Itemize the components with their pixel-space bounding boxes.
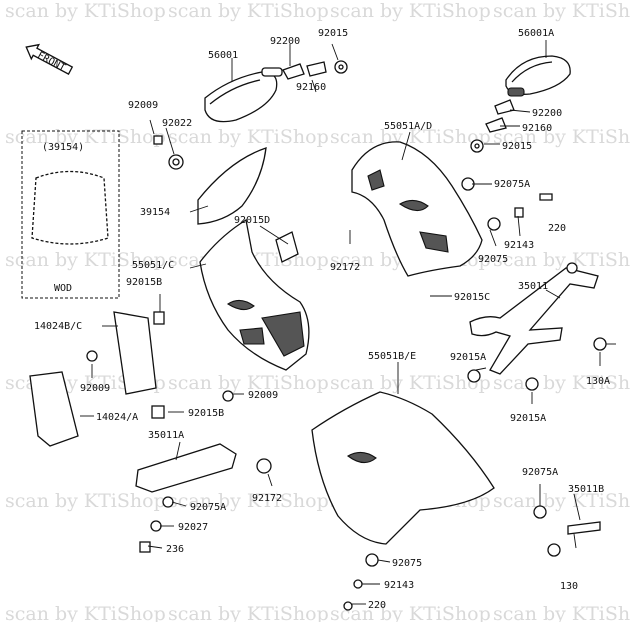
part-label: 14024/A (96, 412, 138, 423)
part-label: 35011A (148, 430, 184, 441)
part-label: 92022 (162, 118, 192, 129)
watermark: scan by KTiShop (330, 603, 491, 622)
watermark: scan by KTiShop (5, 603, 166, 622)
part-label: 236 (166, 544, 184, 555)
watermark: scan by KTiShop (5, 490, 166, 512)
mirror-hardware (282, 60, 515, 153)
watermark: scan by KTiShop (168, 603, 329, 622)
part-label: 92015 (502, 141, 532, 152)
part-label: 92075 (478, 254, 508, 265)
inset-box: (39154) WOD (21, 130, 120, 299)
windshield-icon (31, 170, 109, 245)
part-label: 92172 (252, 493, 282, 504)
watermark: scan by KTiShop (168, 0, 329, 22)
part-label: 92075 (392, 558, 422, 569)
part-label: 92015B (188, 408, 224, 419)
watermark: scan by KTiShop (5, 249, 166, 271)
part-label: 92015B (126, 277, 162, 288)
part-label: 220 (368, 600, 386, 611)
watermark: scan by KTiShop (493, 0, 630, 22)
part-labels: 56001 92200 92015 92160 56001A 92200 921… (34, 28, 610, 611)
lower-stays (135, 443, 601, 557)
part-label: 56001 (208, 50, 238, 61)
watermark: scan by KTiShop (168, 490, 329, 512)
part-label: 92143 (384, 580, 414, 591)
inset-note: WOD (54, 283, 72, 294)
part-label: 220 (548, 223, 566, 234)
watermark: scan by KTiShop (168, 372, 329, 394)
part-label: 92200 (532, 108, 562, 119)
part-label: 39154 (140, 207, 170, 218)
watermark: scan by KTiShop (5, 126, 166, 148)
part-label: 92009 (128, 100, 158, 111)
mirror-left (204, 67, 283, 123)
watermark: scan by KTiShop (493, 490, 630, 512)
part-label: 92172 (330, 262, 360, 273)
part-label: 92075A (494, 179, 530, 190)
part-label: 14024B/C (34, 321, 82, 332)
watermark: scan by KTiShop (330, 126, 491, 148)
part-label: 130 (560, 581, 578, 592)
part-label: 92160 (522, 123, 552, 134)
watermark: scan by KTiShop (5, 0, 166, 22)
part-label: 92200 (270, 36, 300, 47)
part-label: 35011B (568, 484, 604, 495)
part-label: 56001A (518, 28, 554, 39)
part-label: 92075A (522, 467, 558, 478)
watermark: scan by KTiShop (493, 249, 630, 271)
stay-bracket (467, 262, 616, 391)
part-label: 92015 (318, 28, 348, 39)
upper-cowl (199, 218, 310, 371)
part-label: 55051A/D (384, 121, 432, 132)
part-label: 92075A (190, 502, 226, 513)
front-arrow: FRONT (25, 43, 74, 75)
part-label: 92015D (234, 215, 270, 226)
part-label: 92009 (80, 383, 110, 394)
watermark: scan by KTiShop (493, 126, 630, 148)
part-label: 92027 (178, 522, 208, 533)
watermark: scan by KTiShop (330, 372, 491, 394)
part-label: 130A (586, 376, 610, 387)
part-label: 92009 (248, 390, 278, 401)
part-label: 92015A (510, 413, 546, 424)
front-label: FRONT (35, 50, 67, 74)
part-label: 35011 (518, 281, 548, 292)
part-label: 92015C (454, 292, 490, 303)
part-label: 55051/C (132, 260, 174, 271)
inner-panels (29, 311, 234, 447)
watermark-layer: scan by KTiShop scan by KTiShop scan by … (5, 0, 630, 622)
watermark: scan by KTiShop (330, 0, 491, 22)
inset-ref: (39154) (42, 142, 84, 153)
watermark: scan by KTiShop (168, 126, 329, 148)
leader-lines (80, 40, 601, 605)
lower-cowl (256, 391, 547, 611)
part-label: 92143 (504, 240, 534, 251)
part-label: 92160 (296, 82, 326, 93)
part-label: 55051B/E (368, 351, 416, 362)
part-label: 92015A (450, 352, 486, 363)
mirror-right (505, 55, 571, 97)
watermark: scan by KTiShop (493, 603, 630, 622)
